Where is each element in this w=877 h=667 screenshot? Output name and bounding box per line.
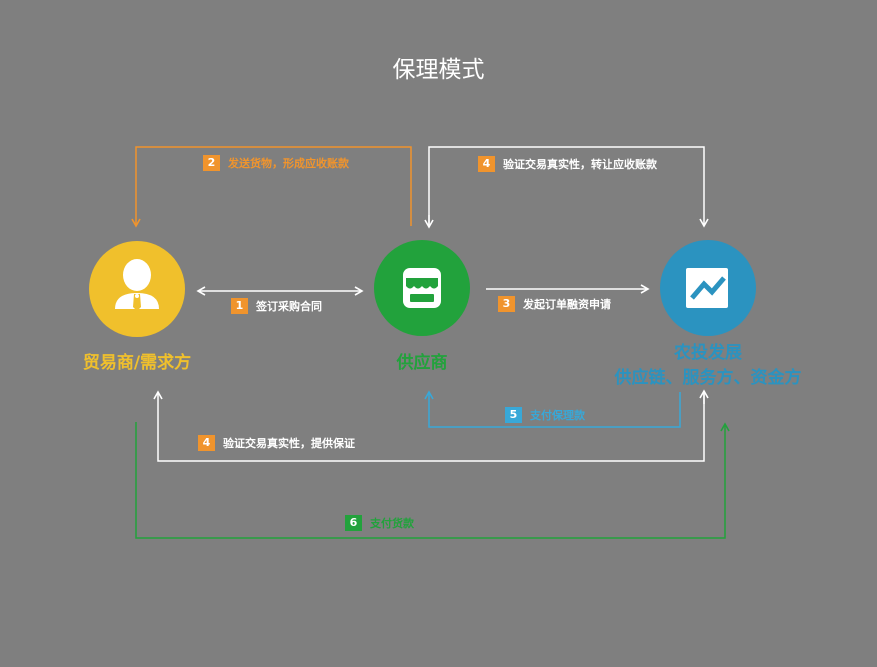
step-badge: 6: [345, 515, 362, 531]
step-label: 4 验证交易真实性，转让应收账款: [478, 155, 657, 173]
buyer-node: [89, 241, 185, 337]
arrow-step-5: [424, 390, 681, 428]
arrow-step-2: [131, 146, 412, 228]
chart-icon: [686, 268, 728, 308]
step-text: 发送货物，形成应收账款: [228, 157, 349, 170]
buyer-label: 贸易商/需求方: [82, 353, 192, 373]
platform-label-line2: 供应链、服务方、资金方: [614, 368, 802, 388]
step-label: 5 支付保理款: [505, 406, 585, 424]
person-icon: [115, 259, 159, 311]
step-text: 验证交易真实性，转让应收账款: [503, 158, 657, 171]
arrow-step-4-bottom: [153, 390, 705, 462]
store-icon: [403, 268, 441, 308]
arrow-step-4-top: [428, 146, 709, 228]
step-label: 3 发起订单融资申请: [498, 295, 611, 313]
step-badge: 4: [478, 156, 495, 172]
step-label: 4 验证交易真实性，提供保证: [198, 434, 355, 452]
step-label: 1 签订采购合同: [231, 297, 322, 315]
supplier-node: [374, 240, 470, 336]
platform-label-line1: 农投发展: [674, 343, 742, 363]
arrow-step-6: [135, 422, 730, 539]
step-label: 6 支付货款: [345, 514, 414, 532]
step-text: 支付保理款: [530, 409, 585, 422]
step-badge: 2: [203, 155, 220, 171]
supplier-label: 供应商: [396, 353, 448, 373]
step-text: 发起订单融资申请: [523, 298, 611, 311]
step-label: 2 发送货物，形成应收账款: [203, 154, 349, 172]
step-badge: 3: [498, 296, 515, 312]
step-text: 支付货款: [370, 517, 414, 530]
step-badge: 5: [505, 407, 522, 423]
step-badge: 4: [198, 435, 215, 451]
step-text: 签订采购合同: [256, 300, 322, 313]
step-text: 验证交易真实性，提供保证: [223, 437, 355, 450]
step-badge: 1: [231, 298, 248, 314]
platform-node: [660, 240, 756, 336]
diagram-title: 保理模式: [392, 57, 485, 83]
